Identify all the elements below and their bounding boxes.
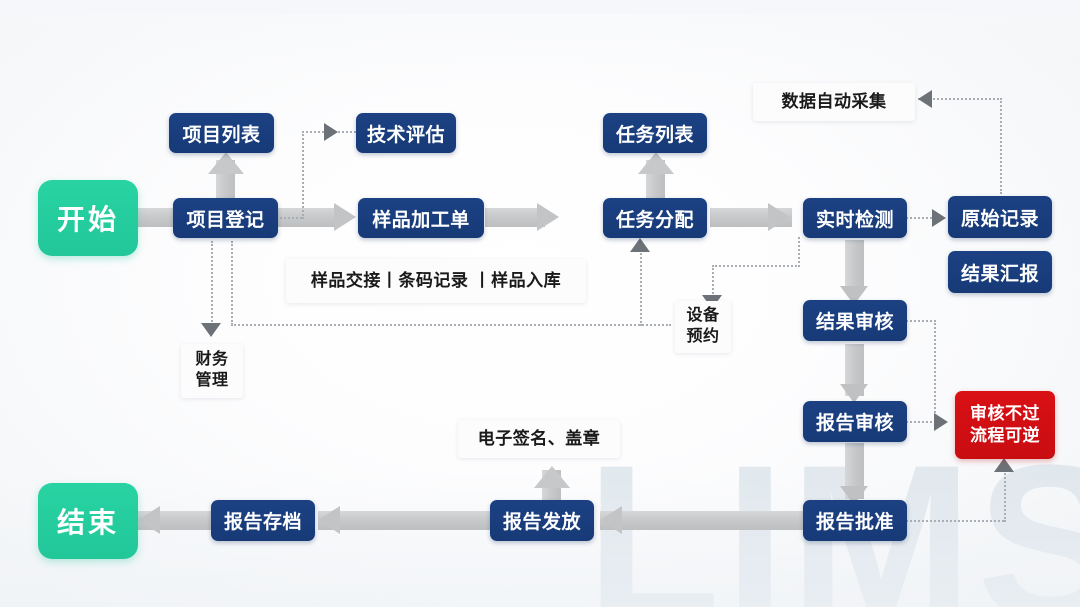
node-task-assign[interactable]: 任务分配 — [603, 198, 707, 238]
node-tech-eval[interactable]: 技术评估 — [356, 113, 456, 153]
flow-arrowhead-register-to-projectlist — [208, 152, 244, 174]
dotted-register-to-techeval-v — [302, 131, 304, 219]
flow-arrow-issue-to-archive — [318, 511, 493, 530]
dotted-arrowhead-techeval — [324, 123, 338, 141]
node-task-list[interactable]: 任务列表 — [603, 113, 707, 153]
flow-arrowhead-archive-to-end — [138, 506, 160, 534]
dotted-arrowhead-finance — [201, 323, 221, 337]
dotted-arrowhead-taskassign-from-rail — [630, 238, 650, 252]
flow-arrowhead-issue-to-archive — [318, 506, 340, 534]
flow-arrowhead-taskassign-to-tasklist — [638, 152, 674, 174]
annotation-sample-handoff: 样品交接丨条码记录 丨样品入库 — [286, 259, 586, 303]
dotted-register-rail-v — [231, 241, 233, 325]
terminator-end[interactable]: 结束 — [38, 483, 138, 559]
annotation-finance-mgmt: 财务 管理 — [181, 344, 243, 398]
node-report-archive[interactable]: 报告存档 — [211, 500, 315, 541]
node-review-failed[interactable]: 审核不过 流程可逆 — [955, 391, 1055, 459]
dotted-arrowhead-rawrecord — [932, 209, 946, 227]
dotted-register-to-techeval-h2 — [302, 131, 324, 133]
flow-arrowhead-esignature-to-issue — [534, 466, 570, 488]
node-review-failed-line2: 流程可逆 — [970, 426, 1040, 445]
flow-arrowhead-approve-to-issue — [600, 506, 622, 534]
node-project-register[interactable]: 项目登记 — [173, 198, 278, 238]
dotted-register-to-finance — [211, 241, 213, 325]
flow-arrow-realtime-to-resultreview — [845, 240, 864, 292]
dotted-approve-to-failed-h — [906, 520, 1004, 522]
top-band — [0, 0, 1080, 14]
dotted-resultreview-to-failed-h — [906, 320, 936, 322]
terminator-start[interactable]: 开始 — [38, 180, 138, 256]
dotted-reportreview-to-failed-h — [906, 421, 936, 423]
node-result-report[interactable]: 结果汇报 — [948, 251, 1052, 293]
flow-arrowhead-taskassign-to-realtime — [768, 203, 790, 231]
dotted-resultreview-to-failed-v — [934, 320, 936, 421]
node-project-list[interactable]: 项目列表 — [169, 113, 274, 153]
node-review-failed-line1: 审核不过 — [970, 404, 1040, 424]
flow-arrow-approve-to-issue — [600, 511, 805, 530]
dotted-rail-to-taskassign — [640, 250, 642, 326]
dotted-arrowhead-reviewfailed — [934, 413, 948, 431]
dotted-taskassign-to-equipment-h — [712, 265, 800, 267]
flow-arrow-workorder-to-taskassign — [485, 208, 545, 227]
node-report-review[interactable]: 报告审核 — [803, 401, 907, 442]
flow-arrowhead-workorder-to-taskassign — [537, 203, 559, 231]
annotation-equipment-booking: 设备 预约 — [675, 301, 731, 353]
dotted-equipment-drop — [712, 265, 714, 297]
annotation-e-signature: 电子签名、盖章 — [458, 420, 620, 458]
annotation-finance-line1: 财务 — [195, 351, 229, 369]
node-realtime-test[interactable]: 实时检测 — [803, 198, 907, 238]
node-raw-record[interactable]: 原始记录 — [948, 196, 1052, 238]
dotted-lower-rail — [231, 324, 671, 326]
annotation-auto-data-capture: 数据自动采集 — [753, 83, 915, 121]
dotted-arrowhead-failed-from-approve — [994, 458, 1014, 472]
node-result-review[interactable]: 结果审核 — [803, 300, 907, 341]
node-report-issue[interactable]: 报告发放 — [490, 500, 594, 541]
dotted-taskassign-to-equipment-v-right — [798, 237, 800, 267]
node-report-approve[interactable]: 报告批准 — [803, 500, 907, 541]
annotation-equipment-line1: 设备 — [686, 307, 720, 325]
dotted-arrowhead-autocapture — [918, 90, 932, 108]
node-sample-work-order[interactable]: 样品加工单 — [358, 198, 484, 238]
dotted-approve-to-failed-v — [1004, 470, 1006, 522]
annotation-equipment-line2: 预约 — [686, 328, 720, 345]
flow-arrowhead-register-to-workorder — [334, 203, 356, 231]
annotation-finance-line2: 管理 — [195, 372, 229, 389]
dotted-rawrecord-to-capture-v — [1000, 98, 1002, 194]
